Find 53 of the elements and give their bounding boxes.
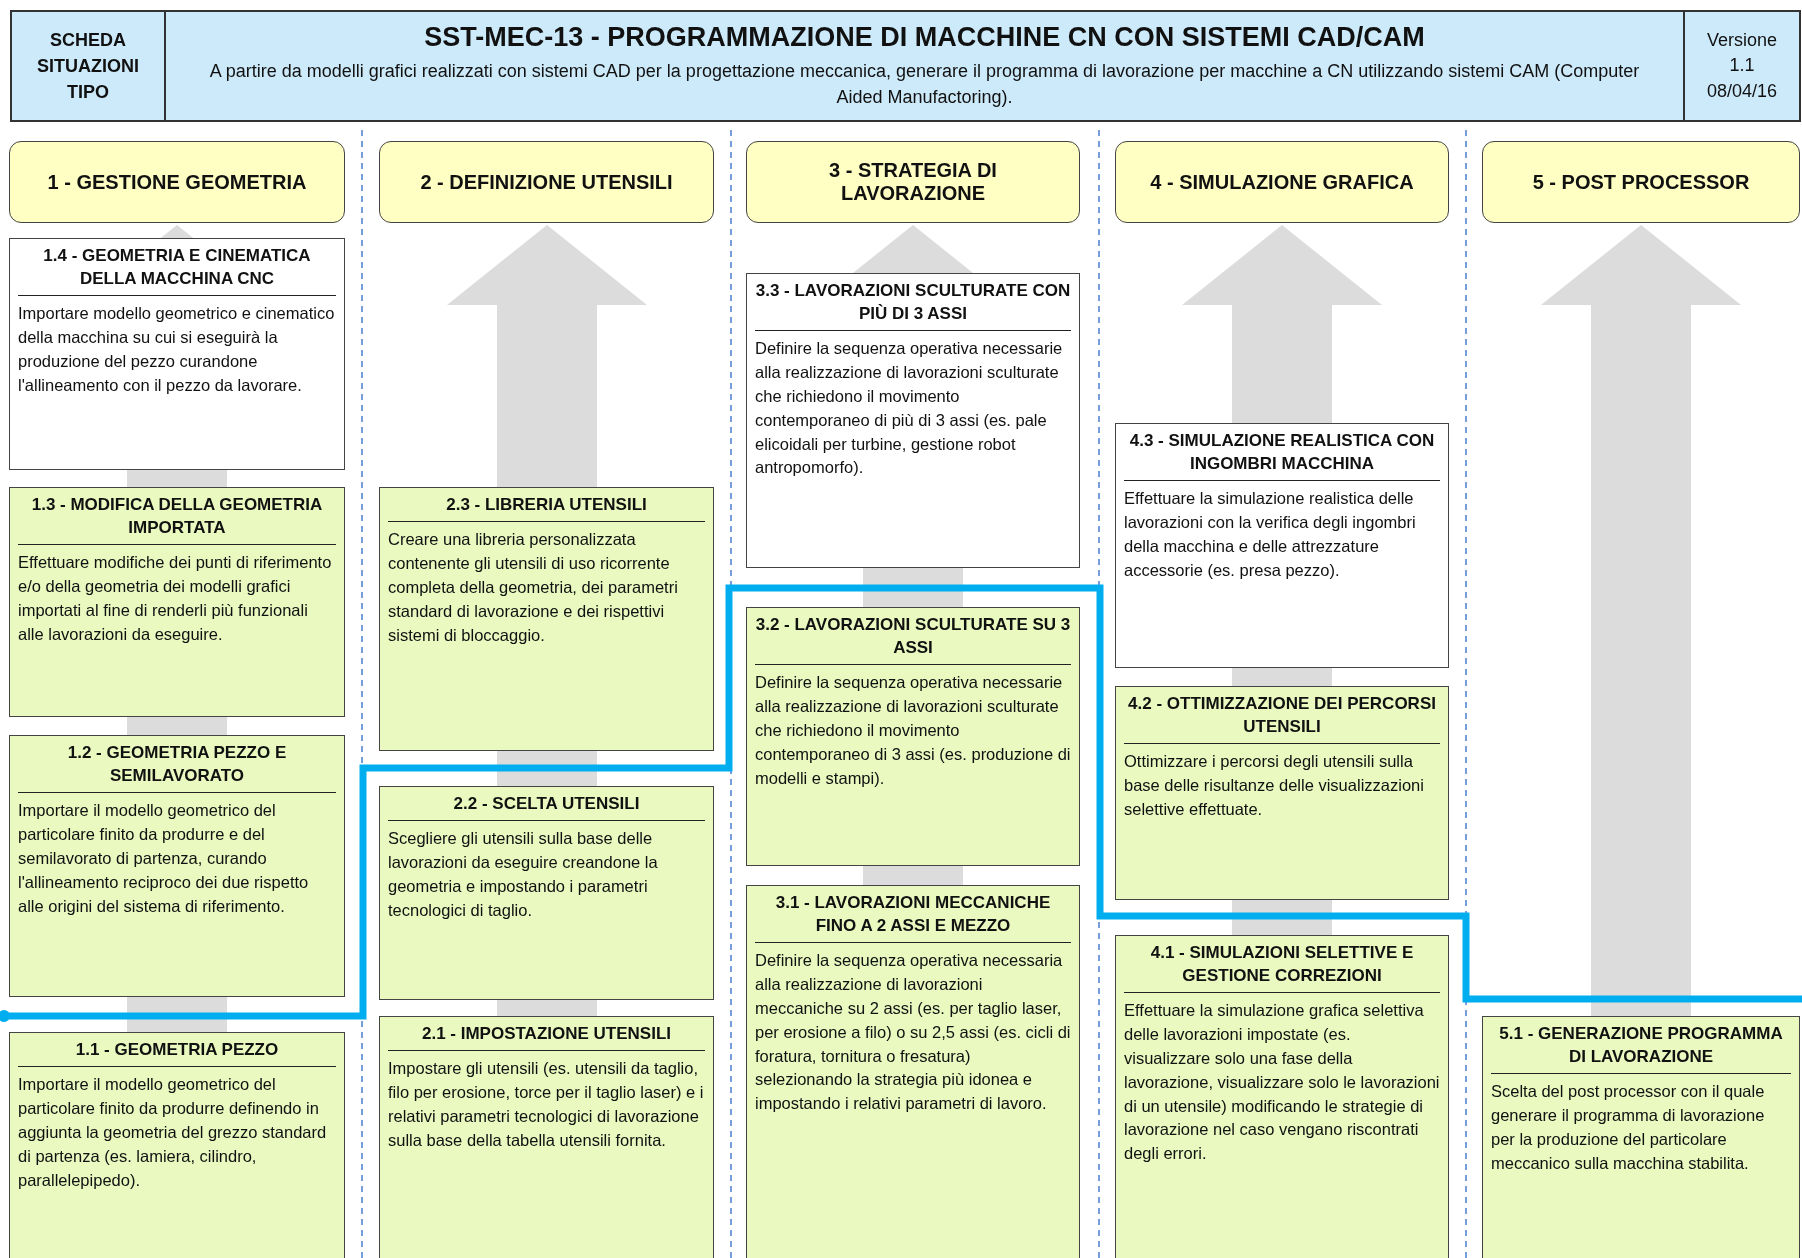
card-description: Ottimizzare i percorsi degli utensili sulla base delle risultanze delle visualizzazioni selettive effettuate. bbox=[1124, 750, 1425, 820]
card-description: Creare una libreria personalizzata contenente gli utensili di uso ricorrente completa della geometria, dei parametri standard di lavorazione e dei rispettivi sistemi di bloccaggio. bbox=[388, 528, 679, 646]
card-heading: 5.1 - GENERAZIONE PROGRAMMA DI LAVORAZIONE bbox=[1491, 1023, 1791, 1074]
version-date: 08/04/16 bbox=[1706, 79, 1778, 103]
task-card bbox=[746, 607, 1080, 866]
sheet-type-label: SCHEDA SITUAZIONI TIPO bbox=[36, 28, 140, 105]
card-description: Effettuare modifiche dei punti di riferimento e/o della geometria dei modelli grafici importati al fine di renderli più funzionali alle lavorazioni da eseguire. bbox=[18, 551, 333, 645]
task-card bbox=[9, 1032, 345, 1258]
phase-header: 2 - DEFINIZIONE UTENSILI bbox=[379, 141, 714, 223]
card-heading: 1.3 - MODIFICA DELLA GEOMETRIA IMPORTATA bbox=[18, 494, 336, 545]
card-heading: 2.1 - IMPOSTAZIONE UTENSILI bbox=[388, 1023, 705, 1051]
card-heading: 1.4 - GEOMETRIA E CINEMATICA DELLA MACCHINA CNC bbox=[18, 245, 336, 296]
task-card bbox=[9, 735, 345, 997]
task-card bbox=[379, 1016, 714, 1258]
card-description: Importare modello geometrico e cinematico della macchina su cui si eseguirà la produzione del pezzo curandone l'allineamento con il pezzo da lavorare. bbox=[18, 302, 336, 396]
card-description: Impostare gli utensili (es. utensili da taglio, filo per erosione, torce per il taglio laser) e i relativi parametri tecnologici di lavorazione sulla base della tabella utensili fornita. bbox=[388, 1057, 705, 1151]
card-description: Scegliere gli utensili sulla base delle lavorazioni da eseguire creandone la geometria e impostando i parametri tecnologici di taglio. bbox=[388, 827, 659, 921]
task-card bbox=[1115, 686, 1449, 900]
card-heading: 3.2 - LAVORAZIONI SCULTURATE SU 3 ASSI bbox=[755, 614, 1071, 665]
card-description: Importare il modello geometrico del particolare finito da produrre e del semilavorato di partenza, curando l'allineamento reciproco dei due rispetto alle origini del sistema di riferimento. bbox=[18, 799, 310, 917]
version-number: 1.1 bbox=[1729, 54, 1755, 78]
phase-header: 4 - SIMULAZIONE GRAFICA bbox=[1115, 141, 1449, 223]
task-card bbox=[9, 238, 345, 470]
card-description: Importare il modello geometrico del particolare finito da produrre definendo in aggiunta la geometria del grezzo standard di partenza (es. lamiera, cilindro, parallelepipedo). bbox=[18, 1073, 328, 1191]
card-heading: 4.1 - SIMULAZIONI SELETTIVE E GESTIONE CORREZIONI bbox=[1124, 942, 1440, 993]
card-description: Definire la sequenza operativa necessaria alla realizzazione di lavorazioni meccaniche su 2 assi (es. per taglio laser, per erosione a filo) o su 2,5 assi (es. cicli di foratura, tornitura o fresatura) selezionando la strategia più idonea e impostando i relativi parametri di lavoro. bbox=[755, 949, 1071, 1115]
phase-header: 3 - STRATEGIA DI LAVORAZIONE bbox=[746, 141, 1080, 223]
card-heading: 4.2 - OTTIMIZZAZIONE DEI PERCORSI UTENSILI bbox=[1124, 693, 1440, 744]
task-card bbox=[1115, 423, 1449, 668]
card-heading: 2.3 - LIBRERIA UTENSILI bbox=[388, 494, 705, 522]
task-card bbox=[379, 786, 714, 1000]
description: A partire da modelli grafici realizzati con sistemi CAD per la progettazione meccanica, generare il programma di lavorazione per macchine a CN utilizzando sistemi CAM (Computer Aided Manufactoring). bbox=[208, 60, 1641, 109]
task-card bbox=[746, 885, 1080, 1258]
card-description: Effettuare la simulazione realistica delle lavorazioni con la verifica degli ingombri della macchina e delle attrezzature accessorie (es. presa pezzo). bbox=[1124, 487, 1417, 581]
card-description: Definire la sequenza operativa necessarie alla realizzazione di lavorazioni sculturate che richiedono il movimento contemporaneo di più di 3 assi (es. pale elicoidali per turbine, gestione robot antropomorfo). bbox=[755, 337, 1064, 479]
version-label: Versione bbox=[1706, 29, 1778, 53]
card-description: Definire la sequenza operativa necessarie alla realizzazione di lavorazioni sculturate che richiedono il movimento contemporaneo di 3 assi (es. produzione di modelli e stampi). bbox=[755, 671, 1071, 789]
task-card bbox=[1482, 1016, 1800, 1258]
card-heading: 1.2 - GEOMETRIA PEZZO E SEMILAVORATO bbox=[18, 742, 336, 793]
title: SST-MEC-13 - PROGRAMMAZIONE DI MACCHINE CN CON SISTEMI CAD/CAM bbox=[424, 22, 1425, 54]
card-heading: 1.1 - GEOMETRIA PEZZO bbox=[18, 1039, 336, 1067]
phase-header: 1 - GESTIONE GEOMETRIA bbox=[9, 141, 345, 223]
task-card bbox=[746, 273, 1080, 568]
card-heading: 3.3 - LAVORAZIONI SCULTURATE CON PIÙ DI 3 ASSI bbox=[755, 280, 1071, 331]
card-heading: 3.1 - LAVORAZIONI MECCANICHE FINO A 2 ASSI E MEZZO bbox=[755, 892, 1071, 943]
task-card bbox=[379, 487, 714, 751]
task-card bbox=[1115, 935, 1449, 1258]
card-description: Effettuare la simulazione grafica selettiva delle lavorazioni impostate (es. visualizzare solo una fase della lavorazione, visualizzare solo le lavorazioni di un utensile) modificando le strategie di lavorazione nel caso vengano riscontrati degli errori. bbox=[1124, 999, 1440, 1165]
task-card bbox=[9, 487, 345, 717]
phase-header: 5 - POST PROCESSOR bbox=[1482, 141, 1800, 223]
card-heading: 2.2 - SCELTA UTENSILI bbox=[388, 793, 705, 821]
card-description: Scelta del post processor con il quale generare il programma di lavorazione per la produzione del particolare meccanico sulla macchina stabilita. bbox=[1491, 1080, 1766, 1174]
card-heading: 4.3 - SIMULAZIONE REALISTICA CON INGOMBRI MACCHINA bbox=[1124, 430, 1440, 481]
